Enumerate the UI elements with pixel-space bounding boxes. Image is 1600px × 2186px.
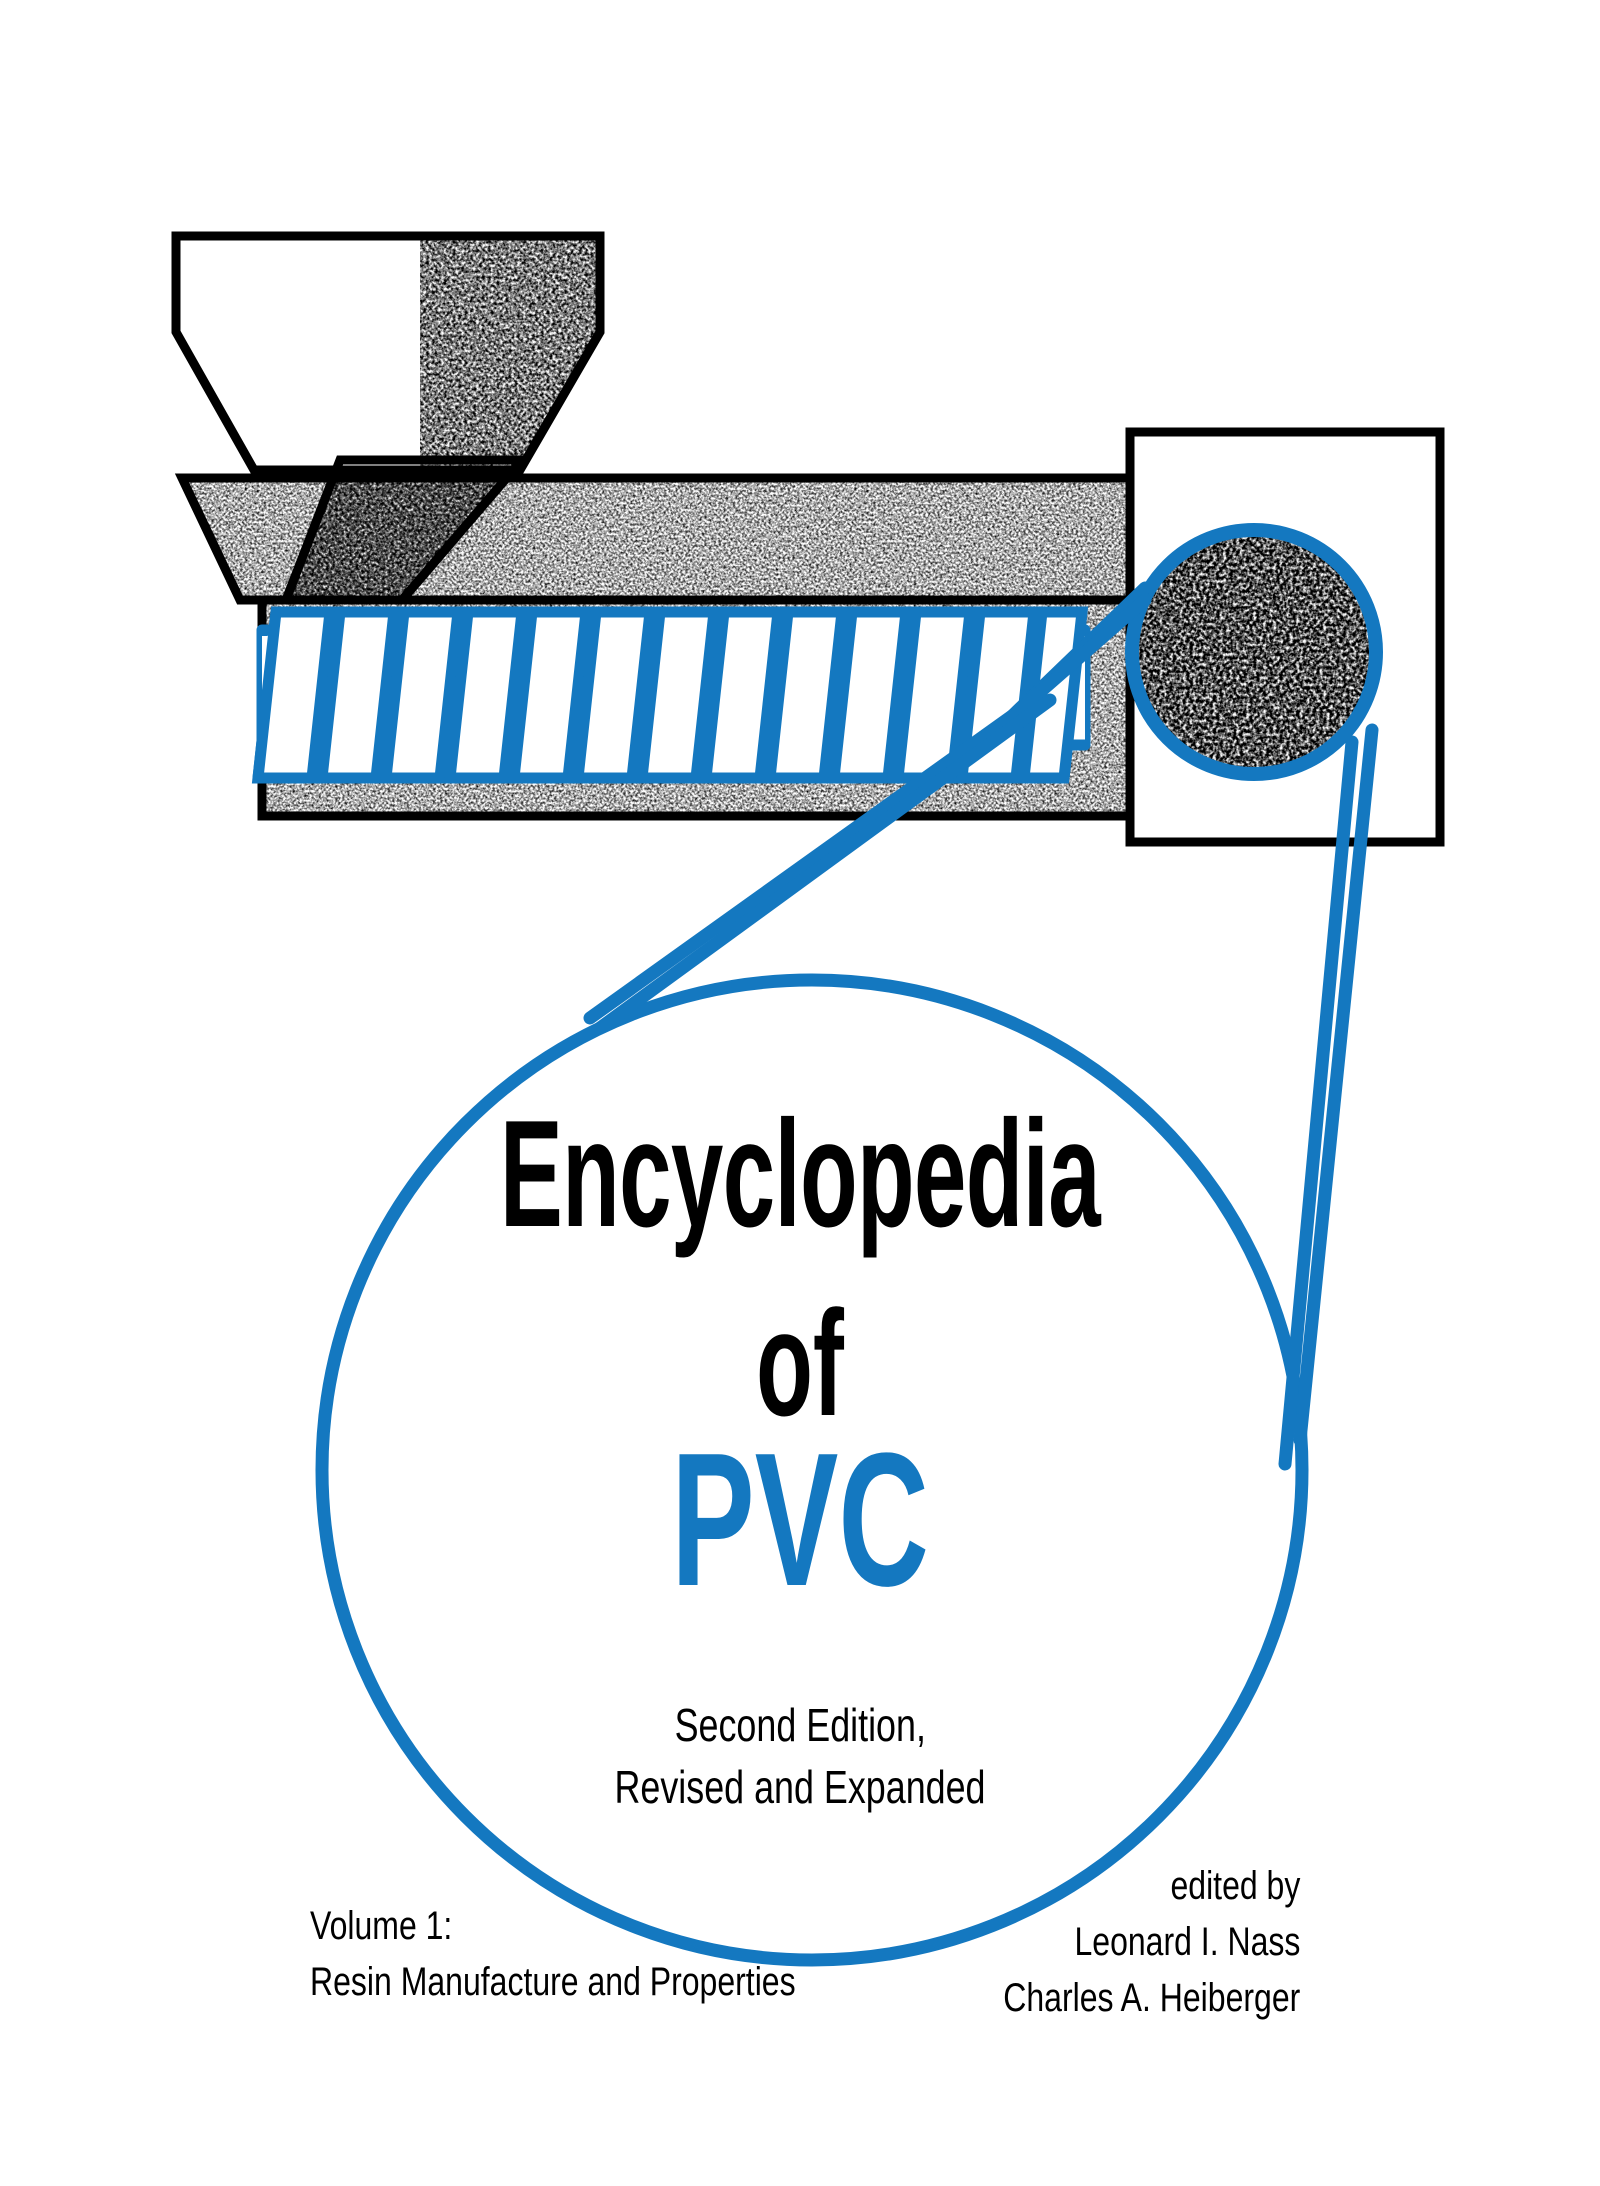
book-title-subject-text: PVC — [671, 1414, 929, 1626]
editor-name-1: Leonard I. Nass — [1074, 1920, 1300, 1964]
editor-name-2: Charles A. Heiberger — [1002, 1976, 1300, 2020]
book-title-subject: PVC — [605, 1425, 996, 1615]
editors-block: edited by Leonard I. Nass Charles A. Hei… — [929, 1858, 1300, 2026]
screw-flight-ribs — [251, 606, 1089, 784]
book-title-main-text: Encyclopedia — [499, 1089, 1101, 1259]
hopper-funnel — [171, 231, 605, 475]
book-title-main: Encyclopedia — [316, 1098, 1284, 1250]
edition-block: Second Edition, Revised and Expanded — [562, 1694, 1038, 1818]
edition-line-1: Second Edition, — [674, 1699, 926, 1751]
volume-number: Volume 1: — [310, 1904, 453, 1948]
large-magnifier-circle — [315, 973, 1309, 1967]
book-title-connector: of — [729, 1288, 871, 1438]
book-title-connector-text: of — [756, 1279, 844, 1447]
magnified-resin-inset — [1125, 427, 1445, 847]
edition-line-2: Revised and Expanded — [614, 1761, 986, 1813]
magnifier-leader-lines — [583, 581, 1379, 1471]
edited-by-label: edited by — [1170, 1864, 1300, 1908]
volume-block: Volume 1: Resin Manufacture and Properti… — [310, 1898, 917, 2010]
extruder-barrel-upper — [174, 473, 1145, 605]
volume-subtitle: Resin Manufacture and Properties — [310, 1960, 796, 2004]
